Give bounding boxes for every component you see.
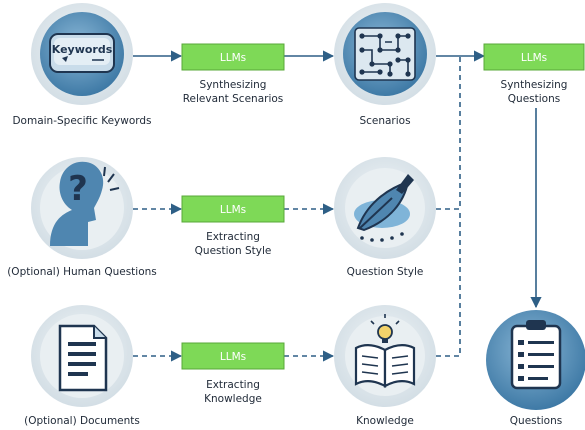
- network-grid-icon: [354, 27, 416, 81]
- llm-box-extracting-style: LLMs: [181, 195, 285, 223]
- quill-pen-icon: [354, 174, 414, 242]
- caption-extract-knowledge-line2: Knowledge: [204, 393, 262, 405]
- caption-extract-style-line2: Question Style: [195, 245, 272, 257]
- llm-box-extracting-knowledge: LLMs: [181, 342, 285, 370]
- label-question-style: Question Style: [347, 266, 424, 278]
- keywords-badge-text: Keywords: [52, 43, 113, 56]
- document-icon: [58, 324, 108, 392]
- caption-synth-scenarios-line2: Relevant Scenarios: [183, 93, 284, 105]
- caption-synth-scenarios-line1: Synthesizing: [200, 79, 267, 91]
- human-questions-node: ?: [31, 157, 133, 259]
- label-scenarios: Scenarios: [359, 115, 410, 127]
- caption-extract-style-line1: Extracting: [206, 231, 260, 243]
- dashed-knowledge-line: [436, 209, 461, 357]
- label-knowledge: Knowledge: [356, 415, 414, 427]
- llm-box-text: LLMs: [220, 351, 246, 363]
- llm-box-text: LLMs: [521, 52, 547, 64]
- llm-box-text: LLMs: [220, 204, 246, 216]
- connectors: [133, 50, 542, 362]
- label-domain-keywords: Domain-Specific Keywords: [12, 115, 151, 127]
- caption-synth-questions-line2: Questions: [508, 93, 560, 105]
- llm-box-synthesizing-questions: LLMs: [483, 43, 585, 71]
- caption-synth-questions-line1: Synthesizing: [501, 79, 568, 91]
- clipboard-checklist-icon: [510, 320, 562, 390]
- llm-box-text: LLMs: [220, 52, 246, 64]
- label-questions: Questions: [510, 415, 562, 427]
- questions-node: [486, 310, 585, 410]
- svg-text:?: ?: [68, 169, 88, 209]
- caption-extract-knowledge-line1: Extracting: [206, 379, 260, 391]
- llm-box-synthesizing-scenarios: LLMs: [181, 43, 285, 71]
- scenarios-node: [334, 3, 436, 105]
- knowledge-node: [334, 305, 436, 407]
- documents-node: [31, 305, 133, 407]
- dashed-merge-line: [436, 56, 461, 210]
- person-question-icon: ?: [50, 161, 120, 246]
- label-documents: (Optional) Documents: [24, 415, 140, 427]
- keyboard-key-icon: Keywords: [49, 33, 115, 73]
- label-human-questions: (Optional) Human Questions: [7, 266, 157, 278]
- open-book-lightbulb-icon: [354, 314, 416, 388]
- question-style-node: [334, 157, 436, 259]
- keywords-node: Keywords: [31, 3, 133, 105]
